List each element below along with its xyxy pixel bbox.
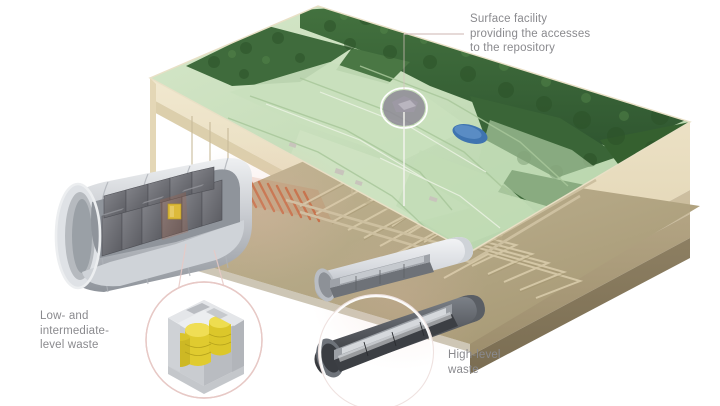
lilw-tunnel: [54, 140, 358, 293]
hlw-tunnel-upper: [314, 237, 473, 302]
low-intermediate-level-waste-label: Low- and intermediate- level waste: [40, 310, 110, 351]
concrete-container: [168, 300, 244, 394]
surface-facility-marker: [380, 87, 428, 206]
surface-facility-label: Surface facility providing the accesses …: [470, 13, 591, 54]
terrain-surface: [148, 5, 692, 253]
hlw-tunnels: [312, 230, 488, 406]
waste-container-stack: [101, 166, 223, 257]
lilw-detail-callout: [145, 281, 263, 399]
surface-facility-leader-line: [403, 33, 464, 90]
high-level-waste-label: High-level waste: [448, 349, 501, 376]
